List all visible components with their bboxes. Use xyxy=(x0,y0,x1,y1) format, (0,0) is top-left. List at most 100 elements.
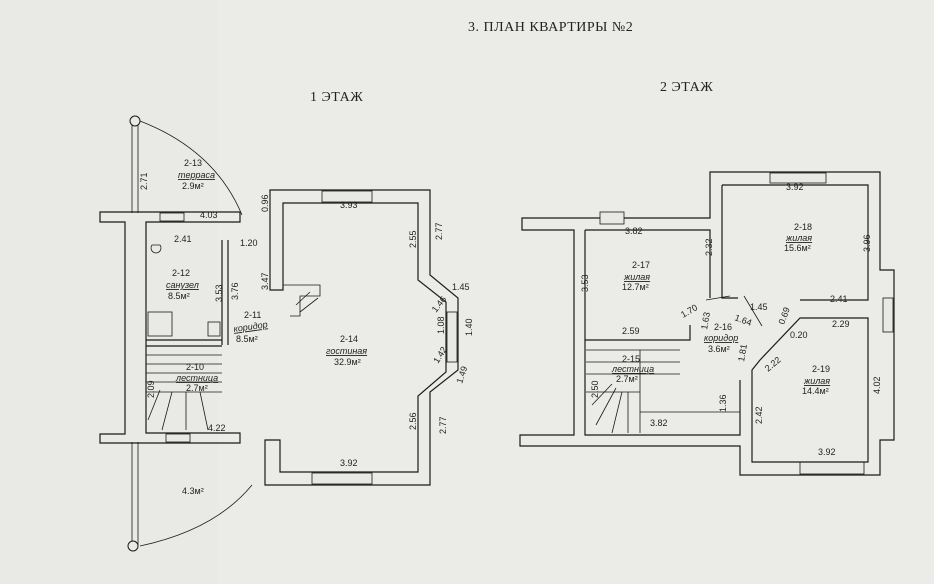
porch-area: 4.3м² xyxy=(182,486,204,496)
svg-text:жилая: жилая xyxy=(785,233,812,243)
dim-label: 1.45 xyxy=(452,282,470,292)
left-page xyxy=(0,0,218,584)
svg-text:12.7м²: 12.7м² xyxy=(622,282,649,292)
window xyxy=(799,461,865,475)
plan-title: 3. ПЛАН КВАРТИРЫ №2 xyxy=(468,20,634,35)
dim-label: 0.20 xyxy=(790,330,808,340)
window xyxy=(599,211,625,225)
room-2-15: 2-15 лестница 2.7м² xyxy=(611,354,654,384)
dim-label: 3.92 xyxy=(786,182,804,192)
svg-text:санузел: санузел xyxy=(166,280,199,290)
dim-label: 3.53 xyxy=(580,274,590,292)
window xyxy=(321,190,373,203)
dim-label: 2.56 xyxy=(408,412,418,430)
dim-label: 3.76 xyxy=(230,282,240,300)
dim-label: 1.20 xyxy=(240,238,258,248)
dim-label: 1.70 xyxy=(679,302,699,319)
inner-walls xyxy=(721,185,738,299)
svg-text:жилая: жилая xyxy=(803,376,830,386)
svg-text:2.7м²: 2.7м² xyxy=(186,383,208,393)
svg-text:3.6м²: 3.6м² xyxy=(708,344,730,354)
dim-label: 2.41 xyxy=(174,234,192,244)
floor-2-label: 2 ЭТАЖ xyxy=(660,80,714,95)
stair-2-15 xyxy=(586,349,740,434)
dim-label: 3.82 xyxy=(625,226,643,236)
svg-text:жилая: жилая xyxy=(623,272,650,282)
dim-label: 1.08 xyxy=(436,316,446,334)
right-page xyxy=(218,0,934,584)
dim-label: 2.32 xyxy=(704,238,714,256)
dim-label: 2.29 xyxy=(832,319,850,329)
svg-text:лестница: лестница xyxy=(175,373,218,383)
room-2-10: 2-10 лестница 2.7м² xyxy=(175,362,218,393)
dim-label: 4.02 xyxy=(872,376,882,394)
svg-text:2-19: 2-19 xyxy=(812,364,830,374)
shower-tray xyxy=(147,311,173,337)
dim-label: 1.36 xyxy=(718,394,728,412)
dim-label: 1.45 xyxy=(750,302,768,312)
window xyxy=(159,212,185,222)
dim-label: 4.03 xyxy=(200,210,218,220)
svg-text:коридор: коридор xyxy=(233,319,268,334)
stair-wall xyxy=(585,325,691,341)
dim-label: 3.92 xyxy=(340,458,358,468)
svg-text:8.5м²: 8.5м² xyxy=(168,291,190,301)
stair-2-10 xyxy=(146,354,222,431)
living-room-walls xyxy=(264,189,459,486)
porch-arc xyxy=(139,484,253,547)
svg-text:2-16: 2-16 xyxy=(714,322,732,332)
svg-text:коридор: коридор xyxy=(704,333,738,343)
dim-label: 0.69 xyxy=(776,306,791,326)
svg-text:8.5м²: 8.5м² xyxy=(236,334,258,344)
svg-text:терраса: терраса xyxy=(178,170,215,180)
svg-text:2-10: 2-10 xyxy=(186,362,204,372)
dim-label: 2.59 xyxy=(622,326,640,336)
dim-label: 3.53 xyxy=(214,284,224,302)
room-2-17: 2-17 жилая 12.7м² xyxy=(622,260,650,292)
bay-window xyxy=(446,311,458,363)
corridor-walls xyxy=(705,295,763,327)
svg-text:2-17: 2-17 xyxy=(632,260,650,270)
svg-text:лестница: лестница xyxy=(611,364,654,374)
dim-label: 2.50 xyxy=(590,380,600,398)
svg-text:2-18: 2-18 xyxy=(794,222,812,232)
svg-text:32.9м²: 32.9м² xyxy=(334,357,361,367)
dim-label: 1.81 xyxy=(736,343,749,362)
floor-2-plan: 3.82 2.32 3.53 3.92 3.96 1.70 1.63 1.64 … xyxy=(519,171,895,476)
inner-walls xyxy=(585,184,869,301)
dim-label: 2.55 xyxy=(408,230,418,248)
dim-label: 0.96 xyxy=(260,194,270,212)
dim-label: 2.09 xyxy=(146,380,156,398)
svg-text:гостиная: гостиная xyxy=(326,346,367,356)
room-2-11: 2-11 коридор 8.5м² xyxy=(233,310,268,344)
fireplace-hatch xyxy=(295,291,319,313)
dim-label: 4.22 xyxy=(208,423,226,433)
dim-label: 3.93 xyxy=(340,200,358,210)
inner-walls xyxy=(584,230,741,436)
dim-label: 1.64 xyxy=(733,312,753,327)
svg-text:14.4м²: 14.4м² xyxy=(802,386,829,396)
left-block-walls xyxy=(99,211,241,444)
porch-post xyxy=(127,540,139,552)
room-2-12: 2-12 санузел 8.5м² xyxy=(166,268,199,301)
room-2-18: 2-18 жилая 15.6м² xyxy=(784,222,812,253)
svg-text:2-12: 2-12 xyxy=(172,268,190,278)
dim-label: 2.42 xyxy=(754,406,764,424)
window xyxy=(882,297,894,333)
svg-text:15.6м²: 15.6м² xyxy=(784,243,811,253)
floor-1-label: 1 ЭТАЖ xyxy=(310,90,364,105)
svg-text:2.9м²: 2.9м² xyxy=(182,181,204,191)
room-2-16: 2-16 коридор 3.6м² xyxy=(704,322,738,354)
window xyxy=(769,172,827,184)
dim-label: 3.47 xyxy=(260,272,270,290)
fixture xyxy=(207,321,221,337)
dim-label: 3.82 xyxy=(650,418,668,428)
svg-text:2-11: 2-11 xyxy=(244,310,261,320)
dim-label: 2.77 xyxy=(434,222,444,240)
dim-label: 2.22 xyxy=(763,355,783,374)
window xyxy=(311,472,373,485)
svg-text:2.7м²: 2.7м² xyxy=(616,374,638,384)
dim-label: 2.71 xyxy=(139,172,149,190)
